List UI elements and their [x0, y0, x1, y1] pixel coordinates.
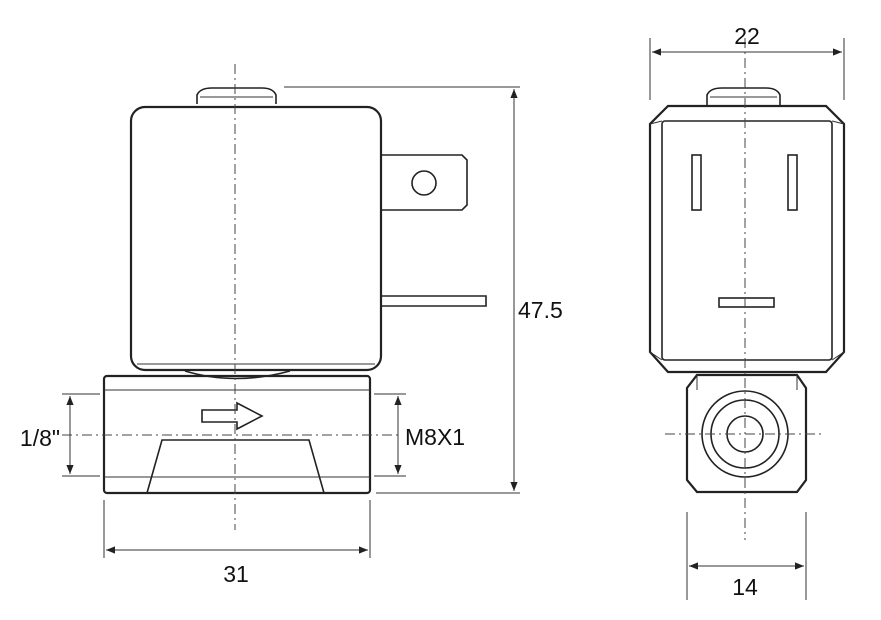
front-top-knob — [196, 87, 277, 104]
front-view: 31 1/8" M8X1 47.5 — [20, 64, 563, 587]
pin-slot-ground — [718, 297, 775, 308]
side-coil-outer — [648, 104, 846, 374]
dim-label-22: 22 — [734, 23, 760, 49]
pin-slot-right — [787, 154, 798, 211]
dim-label-mount-thread: M8X1 — [405, 424, 465, 450]
dim-label-31: 31 — [223, 561, 249, 587]
dim-label-port-thread: 1/8" — [20, 425, 60, 451]
front-lower-pin — [381, 295, 487, 307]
dim-label-14: 14 — [732, 574, 758, 600]
terminal-hole — [411, 170, 437, 196]
front-terminal-tab — [381, 154, 468, 211]
pin-slot-left — [691, 154, 702, 211]
side-coil-face — [661, 120, 833, 361]
dim-label-47-5: 47.5 — [518, 297, 563, 323]
front-coil-body — [129, 105, 383, 372]
flow-arrow-icon — [201, 401, 264, 431]
side-valve-body — [685, 373, 808, 494]
side-top-knob — [706, 87, 781, 106]
side-view: 22 14 — [648, 23, 846, 600]
